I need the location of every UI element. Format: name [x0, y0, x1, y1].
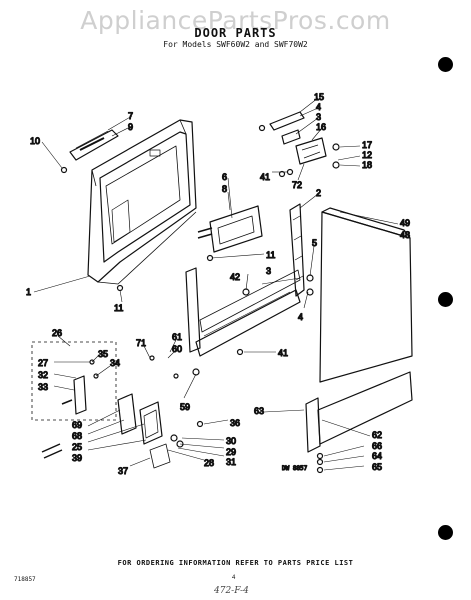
door-handle — [197, 205, 263, 253]
callout-68: 68 — [72, 431, 82, 441]
callout-35: 35 — [98, 349, 108, 359]
page-number: 4 — [232, 575, 236, 581]
access-panel — [305, 371, 413, 474]
callout-41b: 41 — [278, 348, 288, 358]
diagram-code: DW 8857 — [282, 465, 308, 472]
callout-11a: 11 — [114, 303, 123, 313]
callout-60: 60 — [172, 344, 182, 354]
callout-5: 5 — [312, 238, 317, 248]
fasteners — [60, 166, 286, 428]
latch-assembly — [258, 111, 340, 176]
punch-hole-middle — [438, 292, 453, 307]
outer-door-panel — [319, 207, 413, 383]
callout-42: 42 — [230, 272, 240, 282]
handwritten-note: 472-F-4 — [214, 586, 249, 596]
callout-48: 48 — [400, 230, 410, 240]
callout-59: 59 — [180, 402, 190, 412]
callout-32: 32 — [38, 370, 48, 380]
callout-69: 69 — [72, 420, 82, 430]
callout-71: 71 — [136, 338, 146, 348]
callout-3b: 3 — [266, 266, 271, 276]
punch-hole-bottom — [438, 525, 453, 540]
callout-18: 18 — [362, 160, 372, 170]
callout-27: 27 — [38, 358, 48, 368]
callout-12: 12 — [362, 150, 372, 160]
callout-65: 65 — [372, 462, 382, 472]
callout-4b: 4 — [298, 312, 303, 322]
callout-41a: 41 — [260, 172, 270, 182]
callout-36: 36 — [230, 418, 240, 428]
watermark: AppliancePartsPros.com — [80, 6, 391, 35]
callout-61: 61 — [172, 332, 182, 342]
callout-29: 29 — [226, 447, 236, 457]
callout-8: 8 — [222, 184, 227, 194]
callout-64: 64 — [372, 451, 382, 461]
lower-door-frame — [185, 267, 301, 357]
callout-7: 7 — [128, 111, 133, 121]
callout-6: 6 — [222, 172, 227, 182]
callout-26: 26 — [52, 328, 62, 338]
callout-37: 37 — [118, 466, 128, 476]
callout-1: 1 — [26, 287, 31, 297]
document-code: 718857 — [14, 576, 36, 583]
callout-11b: 11 — [266, 250, 275, 260]
callout-17: 17 — [362, 140, 372, 150]
punch-hole-top — [438, 57, 453, 72]
callout-66: 66 — [372, 441, 382, 451]
callout-63: 63 — [254, 406, 264, 416]
callout-33: 33 — [38, 382, 48, 392]
ordering-footer: FOR ORDERING INFORMATION REFER TO PARTS … — [117, 559, 354, 567]
callout-10: 10 — [30, 136, 40, 146]
callout-62: 62 — [372, 430, 382, 440]
callout-34: 34 — [110, 358, 120, 368]
callout-3: 3 — [316, 112, 321, 122]
page-subtitle: For Models SWF60W2 and SWF70W2 — [163, 40, 308, 49]
callout-4: 4 — [316, 102, 321, 112]
callout-31: 31 — [226, 457, 236, 467]
callout-39: 39 — [72, 453, 82, 463]
inner-door-panel — [87, 119, 197, 285]
callout-15: 15 — [314, 92, 324, 102]
callout-2: 2 — [316, 188, 321, 198]
callout-28: 28 — [204, 458, 214, 468]
switch-plate — [41, 393, 184, 469]
callout-25: 25 — [72, 442, 82, 452]
callout-49: 49 — [400, 218, 410, 228]
callout-16: 16 — [316, 122, 326, 132]
callout-72: 72 — [292, 180, 302, 190]
callout-9: 9 — [128, 122, 133, 132]
callout-30: 30 — [226, 436, 236, 446]
hinge-arm — [289, 203, 314, 297]
leader-lines — [33, 97, 399, 471]
page-title: DOOR PARTS — [194, 26, 277, 40]
vent-assembly — [69, 129, 119, 161]
